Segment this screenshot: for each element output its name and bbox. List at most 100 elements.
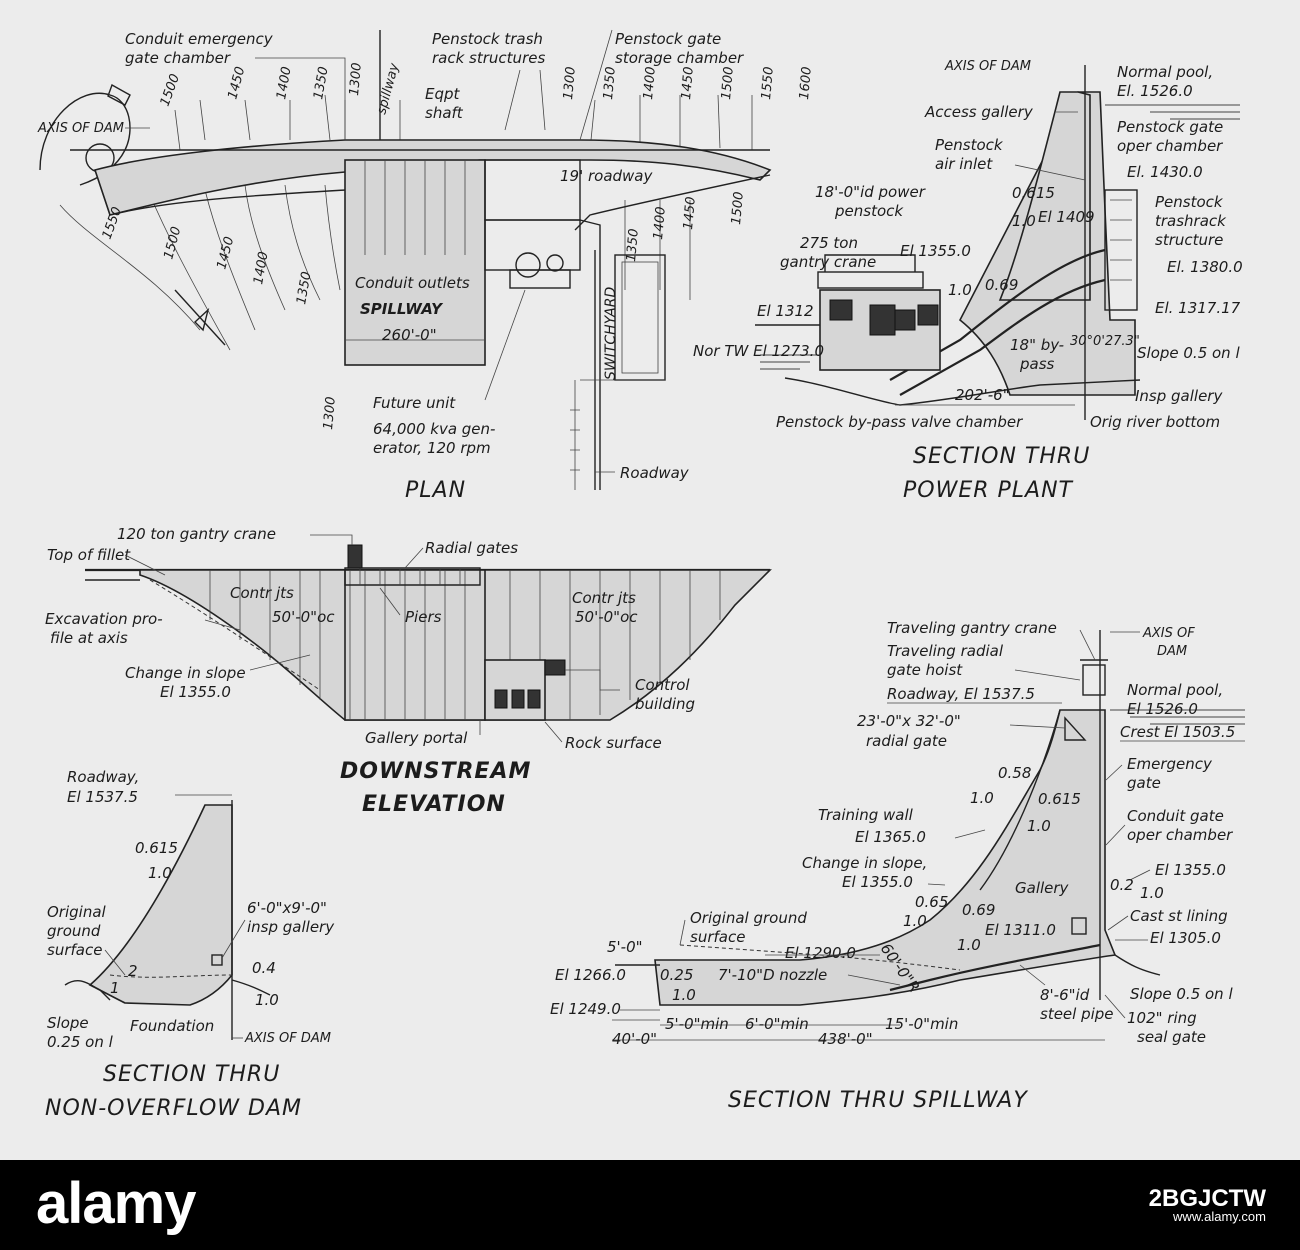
el-change-slope: Change in slope: [125, 664, 246, 682]
pp-gantry-2: gantry crane: [780, 253, 876, 271]
no-insp-gallery: 6'-0"x9'-0": [247, 899, 327, 917]
contour-label: 1500: [158, 72, 183, 108]
contour-label: 1350: [601, 66, 619, 100]
label-generator: 64,000 kva gen-: [373, 420, 495, 438]
no-slope-1: 1: [110, 979, 120, 997]
contour-label: 1450: [225, 65, 248, 101]
contour-label: 1400: [274, 65, 295, 100]
non-overflow-section: Roadway, El 1537.5 0.615 1.0 Original gr…: [45, 768, 335, 1121]
label-penstock-trash: Penstock trash: [432, 30, 543, 48]
sp-dim-5: 5'-0": [607, 938, 643, 956]
pp-orig-river: Orig river bottom: [1090, 413, 1220, 431]
sp-slope-10c: 1.0: [1140, 884, 1164, 902]
sp-slope-10d: 1.0: [903, 912, 927, 930]
pp-slope-0615: 0.615: [1012, 184, 1055, 202]
label-future-unit: Future unit: [373, 394, 456, 412]
plan-view: Conduit emergency gate chamber AXIS OF D…: [37, 29, 815, 503]
sp-axis-of-dam: AXIS OF: [1142, 626, 1195, 641]
watermark-banner: [0, 1160, 1300, 1250]
sp-change-slope: Change in slope,: [802, 854, 927, 872]
label-spillway: SPILLWAY: [360, 300, 444, 318]
contour-label: 1300: [347, 62, 365, 96]
el-piers: Piers: [405, 608, 442, 626]
label-spillway-axis: spillway: [374, 61, 402, 116]
sp-el-1305: El 1305.0: [1150, 929, 1221, 947]
label-axis-of-dam: AXIS OF DAM: [37, 121, 124, 136]
label-conduit-gate-chamber: Conduit emergency: [125, 30, 274, 48]
pp-axis-of-dam: AXIS OF DAM: [944, 59, 1031, 74]
contour-label: 1450: [681, 196, 699, 230]
pp-title-2: POWER PLANT: [903, 478, 1074, 503]
contour-label: 1350: [294, 270, 315, 305]
sp-slope-02: 0.2: [1110, 876, 1134, 894]
no-slope-025: Slope: [47, 1014, 89, 1032]
el-gallery-portal: Gallery portal: [365, 729, 468, 747]
pp-bypass-valve: Penstock by-pass valve chamber: [776, 413, 1023, 431]
site-url[interactable]: www.alamy.com: [1173, 1209, 1266, 1224]
sp-gallery: Gallery: [1015, 879, 1070, 897]
pp-penstock-air-2: air inlet: [935, 155, 993, 173]
sp-normal-pool: Normal pool,: [1127, 681, 1223, 699]
power-plant-section: AXIS OF DAM Normal pool, El. 1526.0 Acce…: [693, 59, 1243, 503]
no-orig-ground-3: surface: [47, 941, 102, 959]
label-roadway: Roadway: [620, 464, 690, 482]
sp-dim-438: 438'-0": [818, 1030, 873, 1048]
sp-dim-40: 40'-0": [612, 1030, 657, 1048]
pp-insp-gallery: Insp gallery: [1135, 387, 1223, 405]
no-roadway-el: El 1537.5: [67, 788, 138, 806]
alamy-logo[interactable]: alamy: [36, 1171, 196, 1236]
contour-label: 1400: [641, 66, 659, 100]
drawing-sheet: Conduit emergency gate chamber AXIS OF D…: [0, 0, 1300, 1160]
sp-el-1290: El 1290.0: [785, 944, 856, 962]
sp-conduit-gate: Conduit gate: [1127, 807, 1224, 825]
el-excavation: Excavation pro-: [45, 610, 163, 628]
no-roadway: Roadway,: [67, 768, 139, 786]
pp-trashrack-2: trashrack: [1155, 212, 1227, 230]
sp-el-1355r: El 1355.0: [1155, 861, 1226, 879]
plan-title: PLAN: [405, 478, 466, 503]
el-contr-jts-r: Contr jts: [572, 589, 636, 607]
label-penstock-trash-2: rack structures: [432, 49, 545, 67]
sp-steel-pipe-2: steel pipe: [1040, 1005, 1114, 1023]
contour-label: 1600: [797, 66, 815, 100]
sp-axis-of-dam-2: DAM: [1157, 644, 1187, 659]
contour-label: 1400: [251, 250, 272, 285]
pp-trashrack: Penstock: [1155, 193, 1224, 211]
pp-el-1409: El 1409: [1038, 208, 1095, 226]
el-change-slope-el: El 1355.0: [160, 683, 231, 701]
spillway-section: Traveling gantry crane AXIS OF DAM Trave…: [550, 619, 1245, 1113]
sp-normal-pool-el: El 1526.0: [1127, 700, 1198, 718]
no-slope-0615: 0.615: [135, 839, 178, 857]
contour-label: 1500: [719, 66, 737, 100]
contour-label: 1400: [651, 206, 669, 240]
sp-dim-6min: 6'-0"min: [745, 1015, 809, 1033]
no-slope-04: 0.4: [252, 959, 276, 977]
pp-el-1312: El 1312: [757, 302, 814, 320]
el-rock-surface: Rock surface: [565, 734, 662, 752]
pp-slope-069: 0.69: [985, 276, 1018, 294]
no-slope-2: 2: [128, 962, 138, 980]
sp-ring-seal-2: seal gate: [1137, 1028, 1206, 1046]
pp-penstock-18-2: penstock: [834, 202, 904, 220]
no-slope-10b: 1.0: [255, 991, 279, 1009]
sp-slope-10f: 1.0: [672, 986, 696, 1004]
pp-normal-pool: Normal pool,: [1117, 63, 1213, 81]
el-contr-jts-l2: 50'-0"oc: [272, 608, 335, 626]
pp-slope-10b: 1.0: [948, 281, 972, 299]
image-id-block: 2BGJCTW www.alamy.com: [1149, 1187, 1266, 1226]
el-radial-gates: Radial gates: [425, 539, 518, 557]
sp-cast-st: Cast st lining: [1130, 907, 1228, 925]
label-spillway-width: 260'-0": [382, 326, 437, 344]
pp-gantry: 275 ton: [800, 234, 858, 252]
sp-slope-10: 1.0: [970, 789, 994, 807]
sp-el-1311: El 1311.0: [985, 921, 1056, 939]
sp-orig-ground-2: surface: [690, 928, 745, 946]
el-contr-jts-l: Contr jts: [230, 584, 294, 602]
label-conduit-gate-chamber-2: gate chamber: [125, 49, 231, 67]
label-conduit-outlets: Conduit outlets: [355, 274, 470, 292]
el-excavation-2: file at axis: [50, 629, 128, 647]
sp-traveling-hoist-2: gate hoist: [887, 661, 963, 679]
sp-el-1266: El 1266.0: [555, 966, 626, 984]
pp-el-1380: El. 1380.0: [1167, 258, 1243, 276]
pp-angle: 30°0'27.3": [1070, 334, 1140, 349]
